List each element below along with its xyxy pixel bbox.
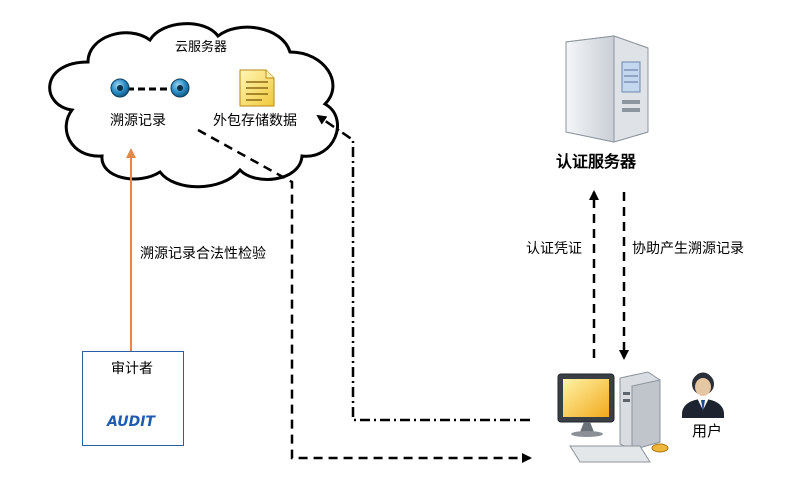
record-chain-icon — [110, 78, 190, 98]
assist-label: 协助产生溯源记录 — [632, 241, 744, 257]
auth-server-label: 认证服务器 — [556, 152, 637, 171]
cloud-title: 云服务器 — [175, 40, 228, 55]
storage-upload-arrow — [197, 128, 532, 463]
user-label: 用户 — [692, 422, 723, 440]
user-person-icon — [682, 372, 724, 418]
audit-badge: AUDIT — [107, 414, 155, 430]
storage-label: 外包存储数据 — [213, 113, 297, 129]
record-label: 溯源记录 — [110, 113, 166, 129]
cloud-shape — [48, 22, 339, 189]
auditor-title: 审计者 — [111, 361, 153, 377]
verify-label: 溯源记录合法性检验 — [140, 246, 266, 262]
credential-label: 认证凭证 — [526, 241, 582, 257]
storage-access-arrow — [316, 114, 530, 422]
user-computer-icon — [557, 371, 669, 463]
server-icon — [565, 35, 649, 143]
auditor-box: 审计者 AUDIT — [82, 351, 184, 446]
document-icon — [239, 69, 275, 107]
